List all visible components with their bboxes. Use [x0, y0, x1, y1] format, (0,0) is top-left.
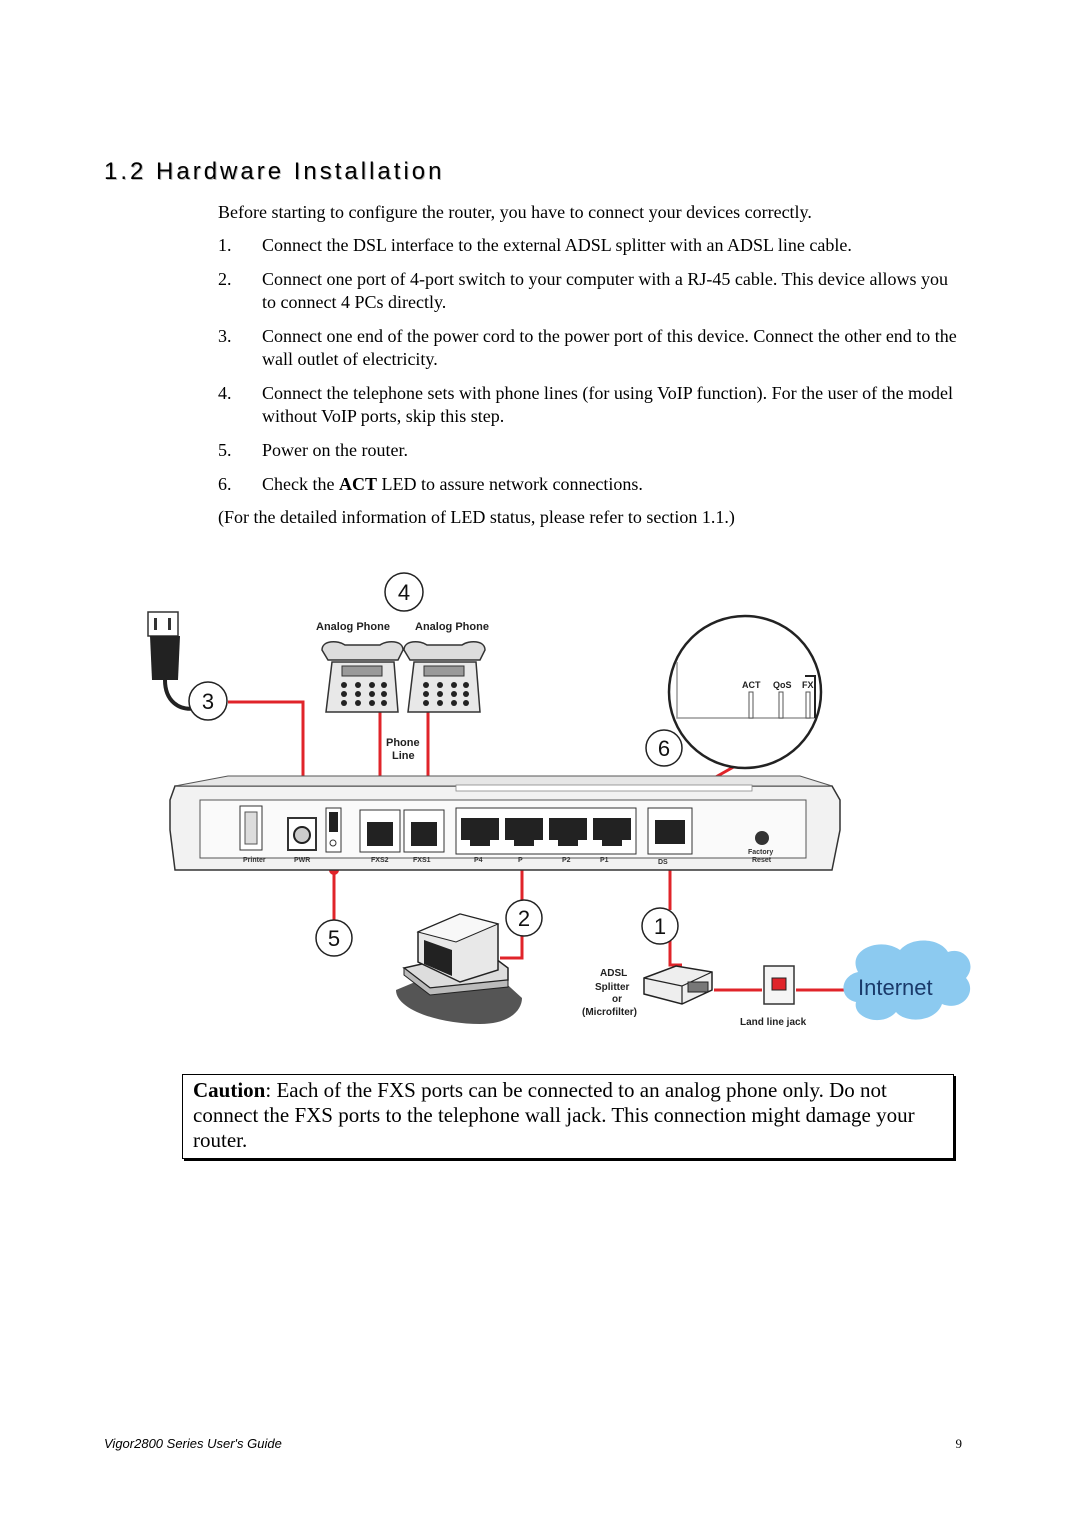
step-text: Check the — [262, 474, 339, 494]
callout-6 — [645, 729, 683, 767]
port-fxs1-label: FXS1 — [413, 857, 431, 864]
step-item: 1. Connect the DSL interface to the exter… — [218, 234, 963, 257]
step-number: 5. — [218, 440, 232, 460]
caution-text: : Each of the FXS ports can be connected… — [193, 1078, 915, 1152]
callout-4 — [384, 572, 424, 612]
callout-6-number: 6 — [658, 736, 670, 761]
step-text: Connect the DSL interface to the externa… — [262, 235, 852, 255]
step-number: 2. — [218, 269, 232, 289]
installation-steps: 1. Connect the DSL interface to the exter… — [218, 234, 963, 507]
power-adapter-icon — [147, 611, 199, 711]
factory-reset-label: Reset — [752, 857, 772, 864]
or-label: or — [612, 994, 622, 1005]
step-text-tail: LED to assure network connections. — [377, 474, 643, 494]
led-qos-label: QoS — [773, 680, 792, 690]
splitter-label: Splitter — [595, 982, 630, 993]
intro-paragraph: Before starting to configure the router,… — [218, 202, 812, 222]
led-fxs-label: FX — [802, 680, 814, 690]
callout-3 — [188, 681, 228, 721]
router-icon — [169, 775, 841, 871]
step-text: Connect one end of the power cord to the… — [262, 326, 957, 369]
callout-5 — [315, 919, 353, 957]
computer-icon — [396, 913, 522, 1024]
analog-phone-icon — [403, 640, 486, 713]
callout-1-number: 1 — [654, 914, 666, 939]
phone-line-label: Line — [392, 750, 415, 762]
step-item: 6. Check the ACT LED to assure network co… — [218, 473, 963, 496]
splitter-icon — [643, 965, 713, 1005]
wall-jack-icon — [763, 965, 795, 1005]
land-line-jack-label: Land line jack — [740, 1017, 807, 1028]
microfilter-label: (Microfilter) — [582, 1007, 637, 1018]
splitter-wire — [668, 940, 682, 967]
led-zoom-icon — [667, 614, 823, 770]
step-item: 5. Power on the router. — [218, 439, 963, 462]
phone-line-label: Phone — [386, 737, 420, 749]
port-p1-label: P1 — [600, 857, 609, 864]
port-p4-label: P4 — [474, 857, 483, 864]
step-item: 2. Connect one port of 4-port switch to y… — [218, 268, 963, 314]
step-text: Power on the router. — [262, 440, 408, 460]
analog-phone-icon — [321, 640, 404, 713]
step-item: 4. Connect the telephone sets with phone … — [218, 382, 963, 428]
footer-guide-title: Vigor2800 Series User's Guide — [104, 1436, 282, 1451]
port-pwr-label: PWR — [294, 857, 310, 864]
step-text: Connect the telephone sets with phone li… — [262, 383, 954, 426]
factory-reset-label: Factory — [748, 849, 773, 856]
port-fxs2-label: FXS2 — [371, 857, 389, 864]
port-dsl-label: DS — [658, 859, 668, 866]
internet-label: Internet — [858, 975, 933, 1000]
callout-1 — [641, 907, 679, 945]
step-number: 6. — [218, 474, 232, 494]
internet-cloud-icon — [843, 940, 971, 1021]
act-led-label: ACT — [338, 474, 377, 494]
page-number: 9 — [955, 1436, 963, 1451]
lan-wire-b — [500, 936, 524, 960]
step-number: 1. — [218, 235, 232, 255]
port-p2-label: P2 — [562, 857, 571, 864]
callout-4-number: 4 — [398, 580, 410, 605]
callout-5-number: 5 — [328, 926, 340, 951]
installation-diagram: Analog Phone Analog Phone Phone Line ACT… — [147, 572, 971, 1028]
step-number: 3. — [218, 326, 232, 346]
callout-3-number: 3 — [202, 689, 214, 714]
section-heading: 1.2 Hardware Installation — [104, 158, 445, 185]
callout-2-number: 2 — [518, 906, 530, 931]
port-p3-label: P — [518, 857, 523, 864]
adsl-label: ADSL — [600, 968, 627, 979]
port-printer-label: Printer — [243, 857, 266, 864]
callout-2 — [505, 899, 543, 937]
note-paragraph: (For the detailed information of LED sta… — [218, 507, 735, 527]
step-number: 4. — [218, 383, 232, 403]
analog-phone-label: Analog Phone — [415, 621, 489, 633]
step-item: 3. Connect one end of the power cord to t… — [218, 325, 963, 371]
caution-label: Caution — [193, 1078, 266, 1102]
caution-box: Caution: Each of the FXS ports can be co… — [182, 1074, 954, 1159]
step-text: Connect one port of 4-port switch to you… — [262, 269, 949, 312]
analog-phone-label: Analog Phone — [316, 621, 390, 633]
led-act-label: ACT — [742, 680, 761, 690]
